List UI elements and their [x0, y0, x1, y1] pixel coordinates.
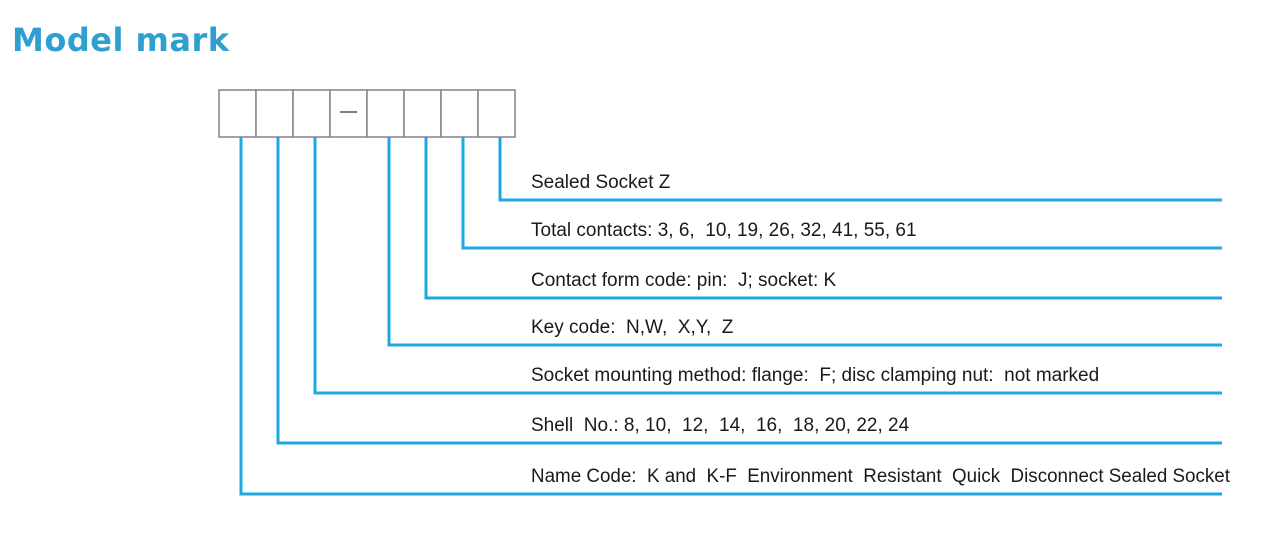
description-labels: Sealed Socket Z Total contacts: 3, 6, 10,…	[531, 172, 1231, 487]
description-label-6: Shell No.: 8, 10, 12, 14, 16, 18, 20, 22…	[531, 415, 910, 436]
leader-line-3	[424, 137, 1222, 300]
code-box-1	[218, 89, 257, 138]
description-label-7: Name Code: K and K-F Environment Resista…	[531, 466, 1231, 487]
code-box-2	[255, 89, 294, 138]
leader-line-1	[498, 137, 1222, 202]
description-label-5: Socket mounting method: flange: F; disc …	[531, 365, 1099, 386]
code-box-7	[440, 89, 479, 138]
code-box-row	[218, 89, 516, 138]
code-box-6	[403, 89, 442, 138]
description-label-4: Key code: N,W, X,Y, Z	[531, 317, 734, 338]
code-box-5	[366, 89, 405, 138]
page-title: Model mark	[12, 21, 230, 59]
code-box-3	[292, 89, 331, 138]
leader-line-2	[461, 137, 1222, 250]
leader-line-4	[387, 137, 1222, 347]
description-label-2: Total contacts: 3, 6, 10, 19, 26, 32, 41…	[531, 220, 917, 241]
code-box-8	[477, 89, 516, 138]
leader-lines	[239, 137, 1222, 496]
leader-line-6	[276, 137, 1222, 445]
description-label-1: Sealed Socket Z	[531, 172, 671, 193]
description-label-3: Contact form code: pin: J; socket: K	[531, 270, 837, 291]
leader-line-5	[313, 137, 1222, 395]
leader-line-7	[239, 137, 1222, 496]
code-box-4	[329, 89, 368, 138]
